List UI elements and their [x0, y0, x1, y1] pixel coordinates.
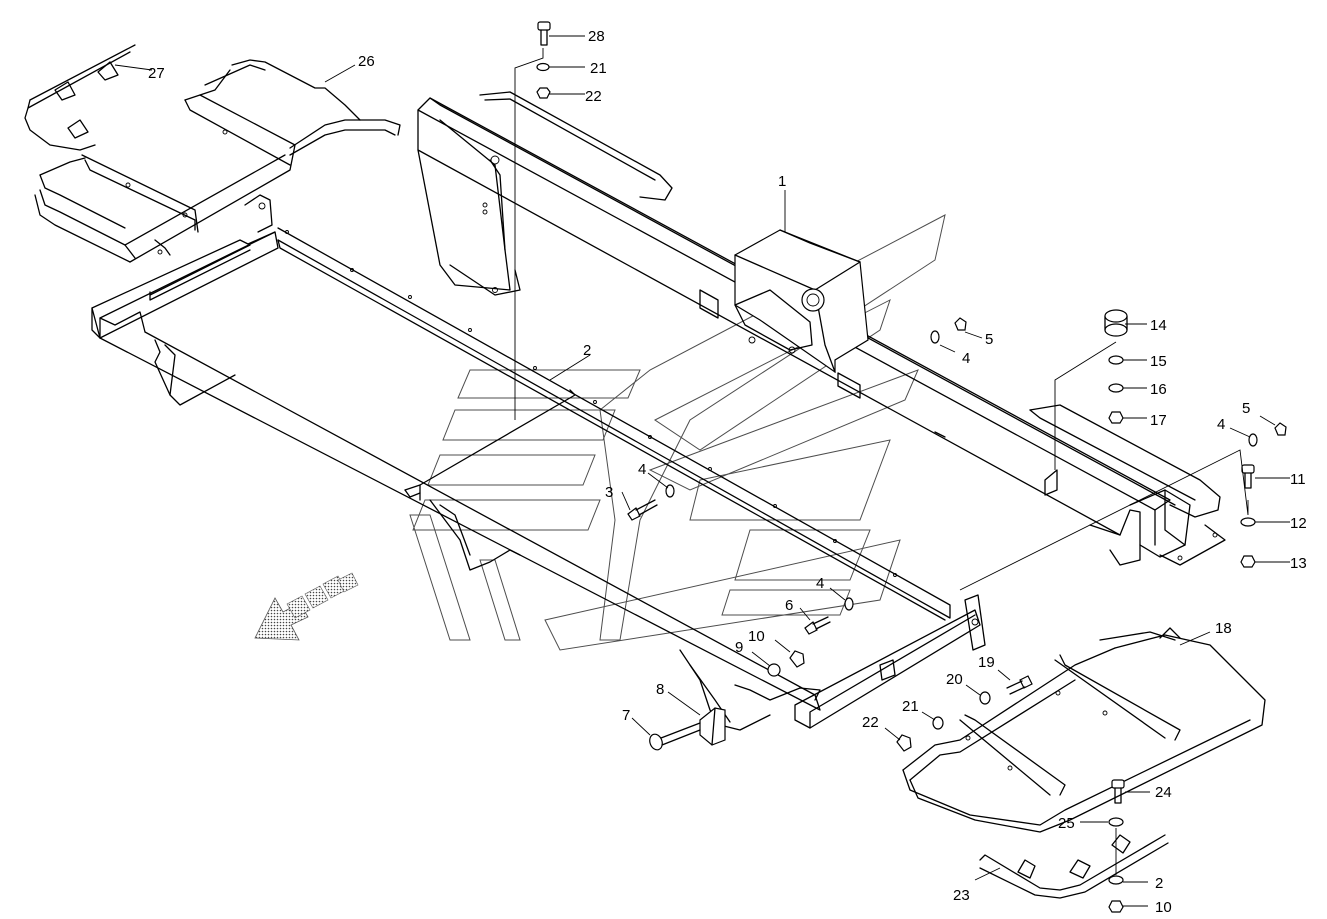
callout-2: 2 [583, 342, 591, 359]
callout-26: 26 [358, 53, 375, 70]
base-frame [91, 194, 986, 731]
forward-direction-arrow-icon [254, 572, 359, 641]
nut-10-a [789, 650, 805, 668]
callout-28: 28 [588, 28, 605, 45]
nut-13 [1240, 555, 1256, 568]
callout-7: 7 [622, 707, 630, 724]
callout-24: 24 [1155, 784, 1172, 801]
bolt-19 [1006, 675, 1033, 695]
callout-12: 12 [1290, 515, 1307, 532]
washer-2 [1108, 875, 1124, 885]
brand-watermark-logo [409, 214, 946, 651]
callout-9: 9 [735, 639, 743, 656]
washer-15 [1108, 355, 1124, 365]
callout-20: 20 [946, 671, 963, 688]
callout-2-bottom: 2 [1155, 875, 1163, 892]
callout-15: 15 [1150, 353, 1167, 370]
callout-4-d: 4 [816, 575, 824, 592]
leader-lines [114, 35, 1290, 907]
callout-11: 11 [1290, 471, 1306, 488]
callout-14: 14 [1150, 317, 1167, 334]
callout-13: 13 [1290, 555, 1307, 572]
washer-4-c [665, 484, 675, 498]
washer-12 [1240, 517, 1256, 527]
nut-22-top [536, 87, 551, 99]
washer-9 [767, 663, 781, 677]
callout-22-top: 22 [585, 88, 602, 105]
callout-27: 27 [148, 65, 165, 82]
callout-3: 3 [605, 484, 613, 501]
callout-17: 17 [1150, 412, 1167, 429]
bolt-7 [649, 722, 701, 751]
callout-10-b: 10 [1155, 899, 1172, 916]
washer-25 [1108, 817, 1124, 827]
bolt-24 [1111, 779, 1125, 804]
nut-10-b [1108, 900, 1124, 913]
nut-5-b [1274, 422, 1287, 436]
hardware-parts [536, 21, 1287, 913]
washer-4-b [1248, 433, 1258, 447]
callout-21-top: 21 [590, 60, 607, 77]
nut-17 [1108, 411, 1124, 424]
callout-16: 16 [1150, 381, 1167, 398]
main-beam-assembly [417, 91, 1226, 566]
callout-1: 1 [778, 173, 786, 190]
spring-washer-16 [1108, 383, 1124, 393]
callout-19: 19 [978, 654, 995, 671]
washer-21-top [536, 62, 550, 72]
callout-5-b: 5 [1242, 400, 1250, 417]
washer-21-bottom [932, 716, 944, 730]
callout-5-a: 5 [985, 331, 993, 348]
callout-25: 25 [1058, 815, 1075, 832]
clamp-rod-left [24, 44, 136, 151]
callout-4-a: 4 [962, 350, 970, 367]
footrest-right [902, 627, 1266, 833]
nut-22-bottom [896, 734, 912, 752]
callout-6: 6 [785, 597, 793, 614]
cap-14 [1104, 309, 1128, 337]
bolt-28 [537, 21, 551, 46]
callout-22-bottom: 22 [862, 714, 879, 731]
callout-4-c: 4 [638, 461, 646, 478]
callout-18: 18 [1215, 620, 1232, 637]
callout-8: 8 [656, 681, 664, 698]
washer-4-a [930, 330, 940, 344]
bolt-6 [804, 616, 831, 635]
nut-5-a [954, 317, 967, 331]
callout-21-bottom: 21 [902, 698, 919, 715]
bracket-8 [699, 707, 726, 746]
washer-20 [979, 691, 991, 705]
callout-4-b: 4 [1217, 416, 1225, 433]
callout-23: 23 [953, 887, 970, 904]
washer-4-d [844, 597, 854, 611]
callout-10-a: 10 [748, 628, 765, 645]
bolt-3 [627, 499, 658, 521]
callout-labels: 28 21 22 27 26 1 2 5 4 14 15 16 17 5 4 1… [148, 28, 1307, 916]
footrest-left [34, 59, 401, 263]
clamp-rod-right [979, 834, 1169, 899]
